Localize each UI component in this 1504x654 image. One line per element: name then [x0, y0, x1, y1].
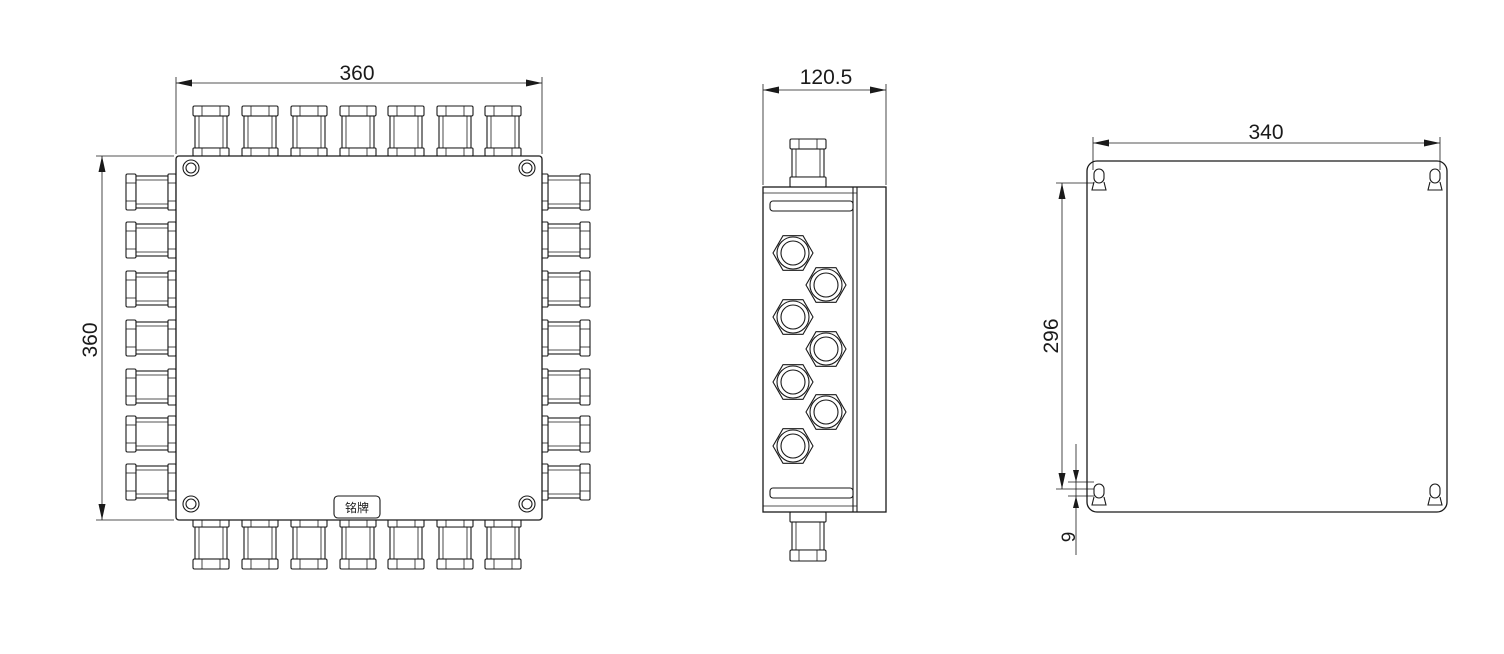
mounting-plate	[1086, 160, 1448, 513]
mounting-view: 340 296 9	[1040, 121, 1448, 555]
side-bottom-gland	[789, 511, 827, 562]
mounting-width-dimension: 340	[1092, 121, 1441, 170]
top-glands	[192, 105, 522, 157]
height-dimension: 360	[79, 155, 174, 521]
side-view: 120.5	[762, 66, 887, 562]
depth-label: 120.5	[800, 66, 853, 89]
mounting-height-dimension: 296	[1040, 182, 1094, 490]
nameplate-label: 铭牌	[345, 500, 369, 515]
mounting-width-label: 340	[1248, 121, 1283, 144]
mounting-slots	[1091, 168, 1443, 506]
right-glands	[539, 173, 591, 501]
bottom-glands	[192, 518, 522, 570]
offset-dimension: 9	[1059, 444, 1094, 555]
nameplate: 铭牌	[333, 495, 381, 519]
left-glands	[125, 173, 177, 501]
corner-screws	[182, 159, 536, 513]
enclosure-body	[175, 155, 543, 521]
width-label: 360	[339, 62, 374, 85]
height-label: 360	[79, 322, 102, 357]
offset-label: 9	[1059, 532, 1080, 543]
mounting-height-label: 296	[1040, 318, 1063, 353]
depth-dimension: 120.5	[762, 66, 887, 185]
width-dimension: 360	[175, 62, 543, 154]
front-view: 铭牌 360 360	[79, 62, 591, 570]
side-top-gland	[789, 138, 827, 188]
